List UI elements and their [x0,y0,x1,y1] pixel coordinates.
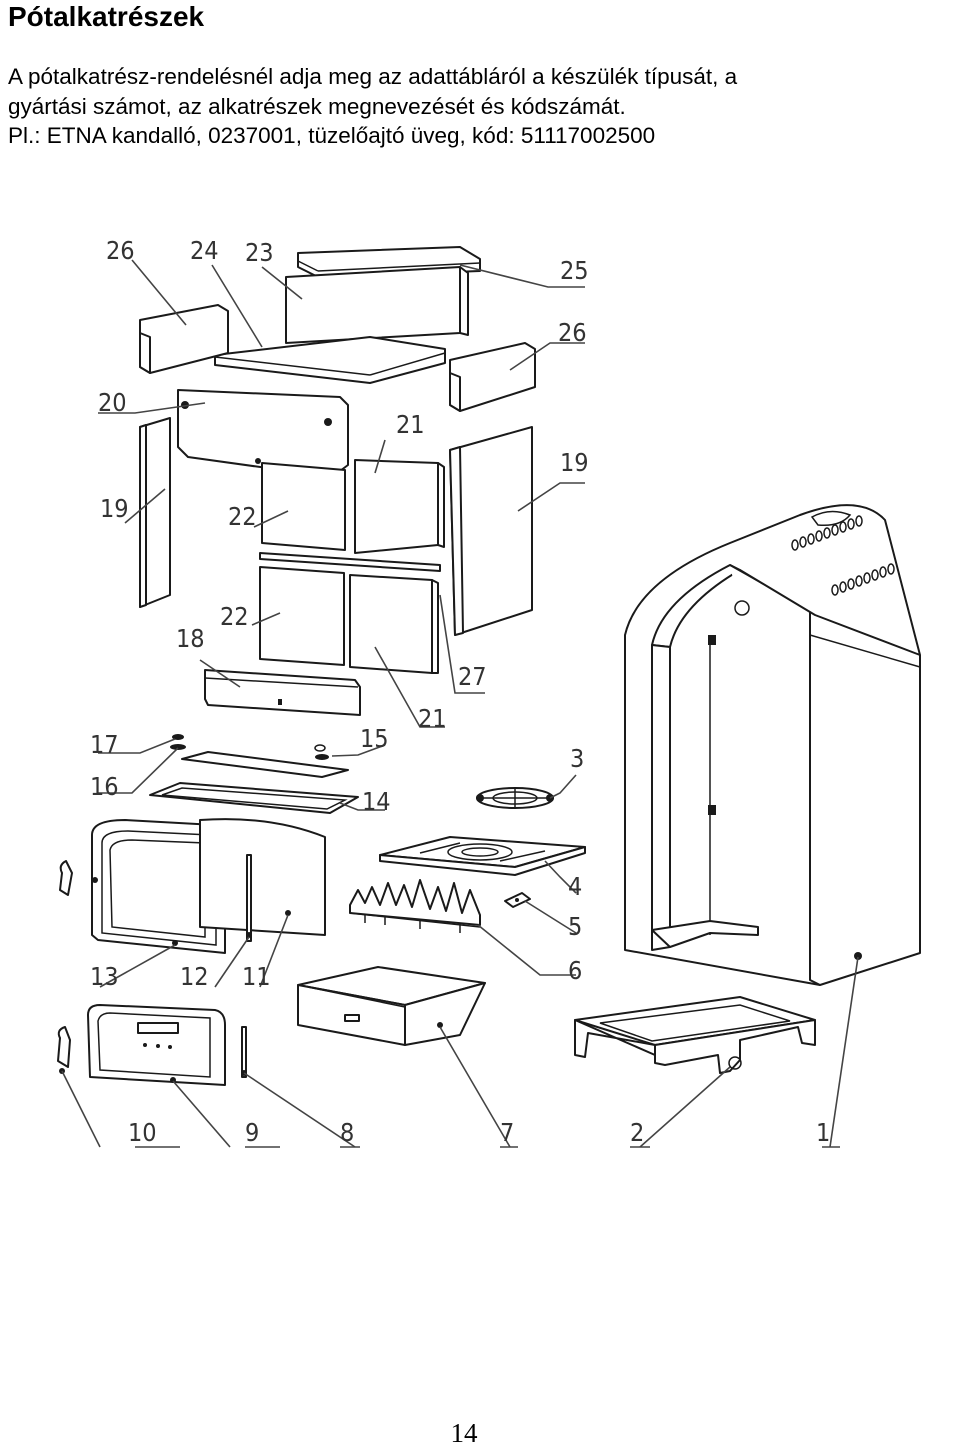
part-21-upper-back-brick [354,459,445,554]
page-heading: Pótalkatrészek [8,1,205,32]
label-18: 18 [176,624,205,653]
label-7: 7 [500,1118,514,1147]
label-3: 3 [570,744,584,773]
label-22-lower: 22 [220,602,249,631]
label-1: 1 [816,1118,830,1147]
part-22-lower-back-brick [259,566,345,666]
label-17: 17 [90,730,119,759]
label-25: 25 [560,256,589,285]
intro-example-line: Pl.: ETNA kandalló, 0237001, tüzelőajtó … [8,123,656,148]
part-3-round-grate [476,787,554,809]
part-8-pin [241,1026,247,1078]
label-14: 14 [362,787,391,816]
label-23: 23 [245,238,274,267]
label-21-upper: 21 [396,410,425,439]
label-26-left: 26 [106,236,135,265]
part-20-deflector [177,389,349,478]
part-12-hinge-pin [246,854,252,942]
label-22-upper: 22 [228,502,257,531]
label-19-right: 19 [560,448,589,477]
part-24-ceiling-plate [214,336,446,384]
part-19-left-side-brick [139,417,171,608]
part-11-door-glass [199,818,326,936]
part-6-grate-bars [349,879,481,933]
part-15-glass [181,751,349,778]
intro-paragraph: A pótalkatrész-rendelésnél adja meg az a… [8,62,953,151]
part-2-base-frame [574,996,816,1074]
part-18-front-brick [204,669,361,716]
label-2: 2 [630,1118,644,1147]
part-16-clip [170,744,329,760]
part-27-rod [259,552,441,572]
label-11: 11 [242,962,271,991]
intro-line-2: gyártási számot, az alkatrészek megnevez… [8,93,626,119]
label-13: 13 [90,962,119,991]
label-21-lower: 21 [418,704,447,733]
label-6: 6 [568,956,582,985]
part-22-upper-back-brick [261,462,346,551]
label-16: 16 [90,772,119,801]
label-4: 4 [568,872,582,901]
exploded-parts-diagram: 26 24 23 25 26 20 21 19 19 22 22 18 27 2… [57,236,921,1148]
part-10-handle [57,1026,71,1074]
part-7-ash-drawer [297,966,486,1046]
part-1-stove-body [624,504,921,986]
page-number: 14 [450,1418,478,1448]
vent-slots-lower [831,563,895,596]
label-5: 5 [568,912,582,941]
label-9: 9 [245,1118,259,1147]
part-23-rear-brick [285,266,469,344]
part-9-ash-door [87,1004,226,1086]
intro-line-1: A pótalkatrész-rendelésnél adja meg az a… [8,64,738,89]
part-5-latch [504,892,531,908]
vent-slots-upper [791,515,863,551]
part-26-left-bracket [139,304,229,374]
label-12: 12 [180,962,209,991]
part-17-clip [172,734,326,752]
label-27: 27 [458,662,487,691]
label-20: 20 [98,388,127,417]
part-19-right-side-brick [449,426,533,636]
part-14-gasket [149,782,359,814]
label-10: 10 [128,1118,157,1147]
label-26-right: 26 [558,318,587,347]
part-4-grate-frame [379,836,586,876]
label-19-left: 19 [100,494,129,523]
part-26-right-bracket [449,342,536,412]
leader-lines [61,259,859,1148]
label-24: 24 [190,236,219,265]
callout-labels: 26 24 23 25 26 20 21 19 19 22 22 18 27 2… [90,236,830,1147]
part-21-lower-back-brick [349,574,439,674]
label-8: 8 [340,1118,354,1147]
label-15: 15 [360,724,389,753]
